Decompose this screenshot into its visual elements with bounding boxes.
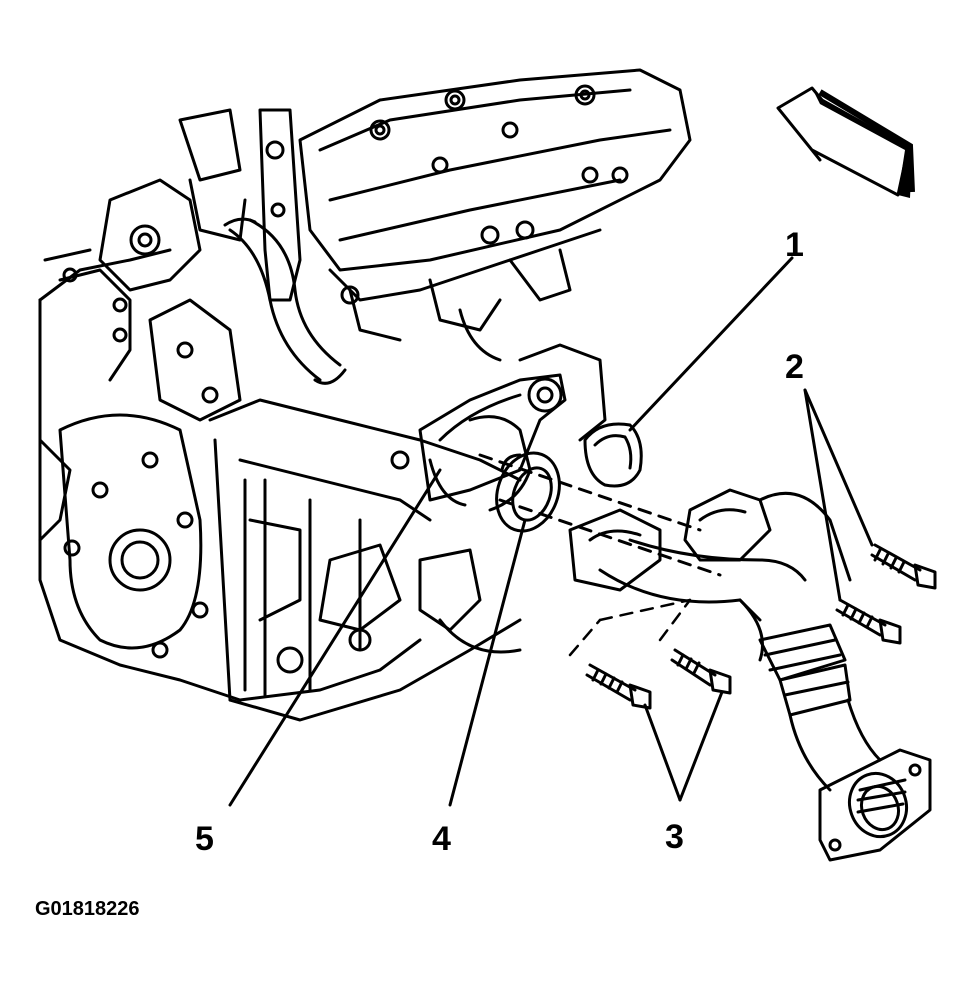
leader-3b bbox=[678, 690, 724, 802]
leader-lines bbox=[228, 256, 874, 807]
leader-2a bbox=[803, 388, 874, 547]
bolt-lower-right bbox=[835, 598, 902, 645]
leader-3a bbox=[643, 703, 682, 802]
leader-2b bbox=[803, 388, 842, 602]
leader-1 bbox=[628, 256, 794, 432]
bolt-lower-left bbox=[585, 663, 652, 710]
callout-2: 2 bbox=[785, 348, 804, 386]
engine-block bbox=[38, 248, 522, 722]
exhaust-flange-assembly bbox=[390, 343, 722, 577]
callout-1: 1 bbox=[785, 226, 804, 264]
gasket bbox=[495, 451, 561, 533]
bolt-upper-right bbox=[870, 543, 937, 590]
leader-5 bbox=[228, 468, 442, 807]
exhaust-pipe bbox=[568, 488, 932, 862]
figure-code: G01818226 bbox=[35, 898, 140, 920]
accessory-bracket bbox=[43, 108, 302, 422]
seal-ring bbox=[583, 422, 643, 488]
callout-5: 5 bbox=[195, 820, 214, 858]
bolt-alignment-guides bbox=[568, 598, 692, 657]
callout-3: 3 bbox=[665, 818, 684, 856]
cylinder-head bbox=[298, 68, 692, 362]
leader-4 bbox=[448, 518, 527, 807]
callout-4: 4 bbox=[432, 820, 451, 858]
front-direction-arrow-icon bbox=[776, 86, 915, 198]
bolt-lower-middle bbox=[670, 648, 732, 695]
coolant-hose bbox=[223, 217, 347, 385]
